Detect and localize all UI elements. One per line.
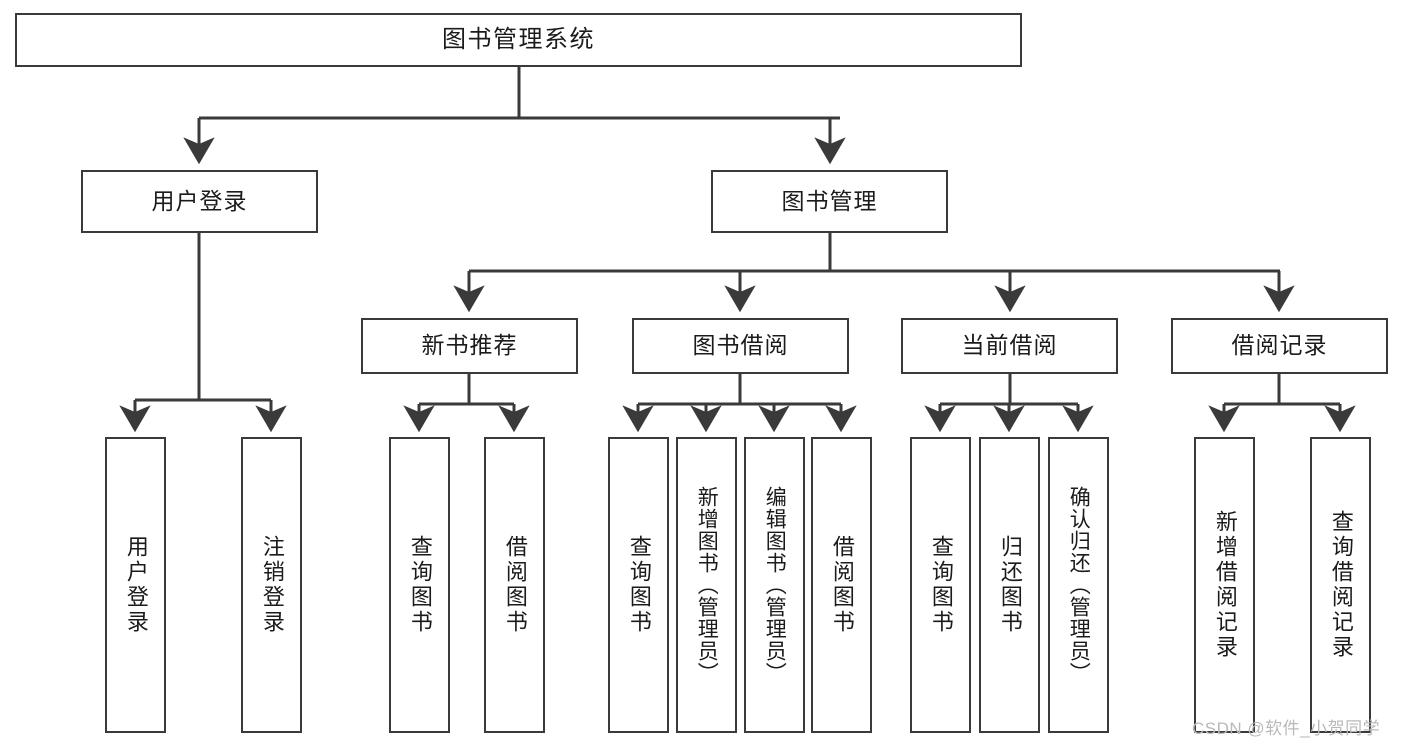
node-book-management[interactable]: 图书管理 (711, 170, 948, 233)
node-label: 借阅图书 (829, 535, 855, 635)
node-label: 查询图书 (407, 535, 433, 635)
leaf-edit-book-admin[interactable]: 编辑图书（管理员） (744, 437, 805, 733)
leaf-query-book-current[interactable]: 查询图书 (910, 437, 971, 733)
leaf-query-book-recommend[interactable]: 查询图书 (389, 437, 450, 733)
node-label: 确认归还（管理员） (1067, 486, 1091, 684)
leaf-query-borrow-record[interactable]: 查询借阅记录 (1310, 437, 1371, 733)
leaf-add-borrow-record[interactable]: 新增借阅记录 (1194, 437, 1255, 733)
node-label: 查询图书 (626, 535, 652, 635)
csdn-watermark: CSDN @软件_小贺同学 (1192, 719, 1381, 738)
node-label: 查询图书 (928, 535, 954, 635)
leaf-borrow-book-borrow[interactable]: 借阅图书 (811, 437, 872, 733)
node-new-book-recommend[interactable]: 新书推荐 (361, 318, 578, 374)
node-user-login[interactable]: 用户登录 (81, 170, 318, 233)
node-label: 归还图书 (997, 535, 1023, 635)
node-label: 借阅记录 (1231, 332, 1328, 359)
node-label: 图书管理系统 (442, 25, 595, 53)
node-root-book-management-system[interactable]: 图书管理系统 (15, 13, 1022, 67)
node-book-borrow[interactable]: 图书借阅 (632, 318, 849, 374)
node-borrow-record[interactable]: 借阅记录 (1171, 318, 1388, 374)
node-label: 编辑图书（管理员） (763, 486, 787, 684)
leaf-logout-login[interactable]: 注销登录 (241, 437, 302, 733)
leaf-add-book-admin[interactable]: 新增图书（管理员） (676, 437, 737, 733)
leaf-borrow-book-recommend[interactable]: 借阅图书 (484, 437, 545, 733)
node-label: 用户登录 (151, 187, 248, 214)
node-label: 新增借阅记录 (1212, 510, 1238, 660)
node-label: 借阅图书 (502, 535, 528, 635)
leaf-query-book-borrow[interactable]: 查询图书 (608, 437, 669, 733)
node-label: 查询借阅记录 (1328, 510, 1354, 660)
leaf-user-login[interactable]: 用户登录 (105, 437, 166, 733)
node-label: 用户登录 (123, 535, 149, 635)
node-label: 当前借阅 (961, 332, 1058, 359)
node-label: 新增图书（管理员） (695, 486, 719, 684)
node-label: 注销登录 (259, 535, 285, 635)
node-label: 图书借阅 (692, 332, 789, 359)
leaf-return-book[interactable]: 归还图书 (979, 437, 1040, 733)
node-label: 新书推荐 (421, 332, 518, 359)
node-current-borrow[interactable]: 当前借阅 (901, 318, 1118, 374)
node-label: 图书管理 (781, 187, 878, 214)
leaf-confirm-return-admin[interactable]: 确认归还（管理员） (1048, 437, 1109, 733)
